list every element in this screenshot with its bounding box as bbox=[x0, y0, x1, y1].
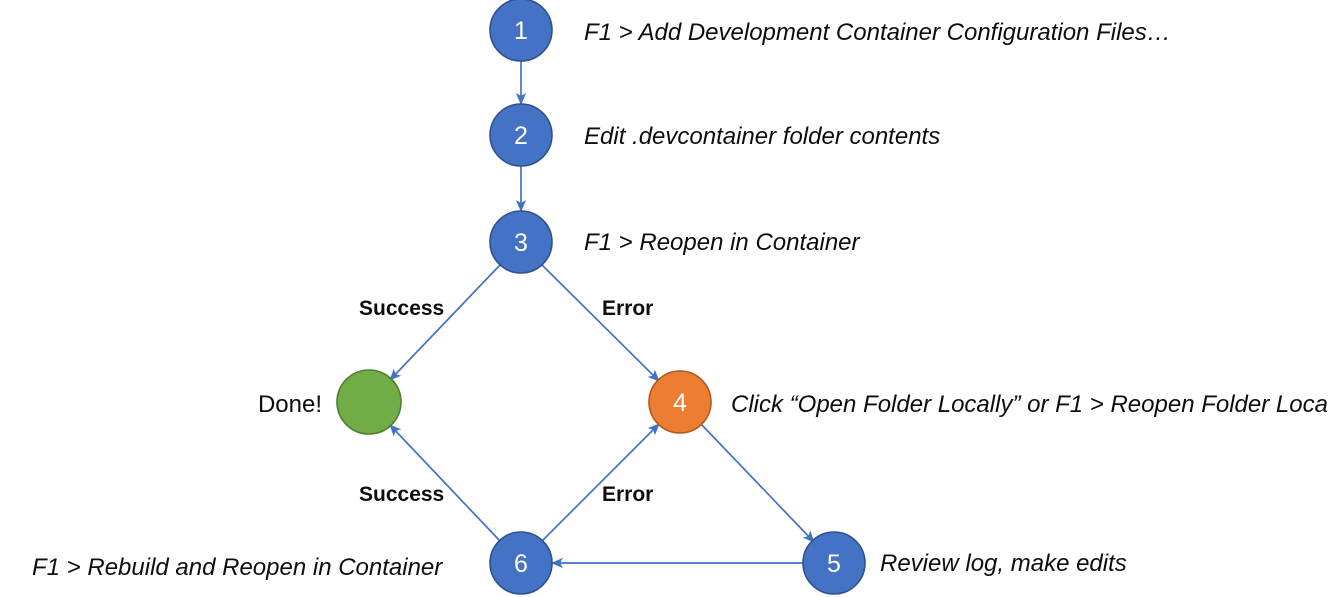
annotations-layer: F1 > Add Development Container Configura… bbox=[32, 19, 1328, 581]
node-n6-circle[interactable] bbox=[489, 531, 553, 595]
node-n4[interactable]: 4 bbox=[648, 370, 712, 434]
edge-n6-to-n4 bbox=[541, 423, 660, 542]
node-n4-label: 4 bbox=[673, 389, 687, 417]
edge-n4-to-n5 bbox=[700, 423, 815, 543]
lbl-success-bot: Success bbox=[359, 483, 444, 506]
node-n2-circle[interactable] bbox=[489, 103, 553, 167]
nodes-layer: 1 2 3 4 5 6 bbox=[336, 0, 866, 595]
ann-2: Edit .devcontainer folder contents bbox=[584, 123, 940, 150]
edge-n6-to-done bbox=[389, 424, 501, 542]
node-done-circle[interactable] bbox=[336, 369, 402, 435]
edges-layer bbox=[389, 61, 815, 569]
node-n5-circle[interactable] bbox=[802, 531, 866, 595]
node-n1-label: 1 bbox=[514, 17, 528, 45]
ann-3: F1 > Reopen in Container bbox=[584, 229, 861, 256]
node-done[interactable] bbox=[336, 369, 402, 435]
edge-n3-to-n4 bbox=[541, 264, 660, 382]
ann-5: Review log, make edits bbox=[880, 550, 1127, 577]
node-n3-circle[interactable] bbox=[489, 210, 553, 274]
node-n1-circle[interactable] bbox=[489, 0, 553, 62]
node-n6[interactable]: 6 bbox=[489, 531, 553, 595]
ann-4: Click “Open Folder Locally” or F1 > Reop… bbox=[731, 391, 1328, 418]
ann-done: Done! bbox=[258, 391, 322, 418]
node-n3-label: 3 bbox=[514, 229, 528, 257]
node-n4-circle[interactable] bbox=[648, 370, 712, 434]
node-n1[interactable]: 1 bbox=[489, 0, 553, 62]
lbl-error-top: Error bbox=[602, 297, 653, 320]
ann-6: F1 > Rebuild and Reopen in Container bbox=[32, 554, 443, 581]
node-n5[interactable]: 5 bbox=[802, 531, 866, 595]
node-n2[interactable]: 2 bbox=[489, 103, 553, 167]
ann-1: F1 > Add Development Container Configura… bbox=[584, 19, 1171, 46]
edge-n3-to-done bbox=[389, 264, 501, 381]
lbl-error-bot: Error bbox=[602, 483, 653, 506]
node-n5-label: 5 bbox=[827, 550, 841, 578]
node-n6-label: 6 bbox=[514, 550, 528, 578]
lbl-success-top: Success bbox=[359, 297, 444, 320]
node-n3[interactable]: 3 bbox=[489, 210, 553, 274]
node-n2-label: 2 bbox=[514, 122, 528, 150]
